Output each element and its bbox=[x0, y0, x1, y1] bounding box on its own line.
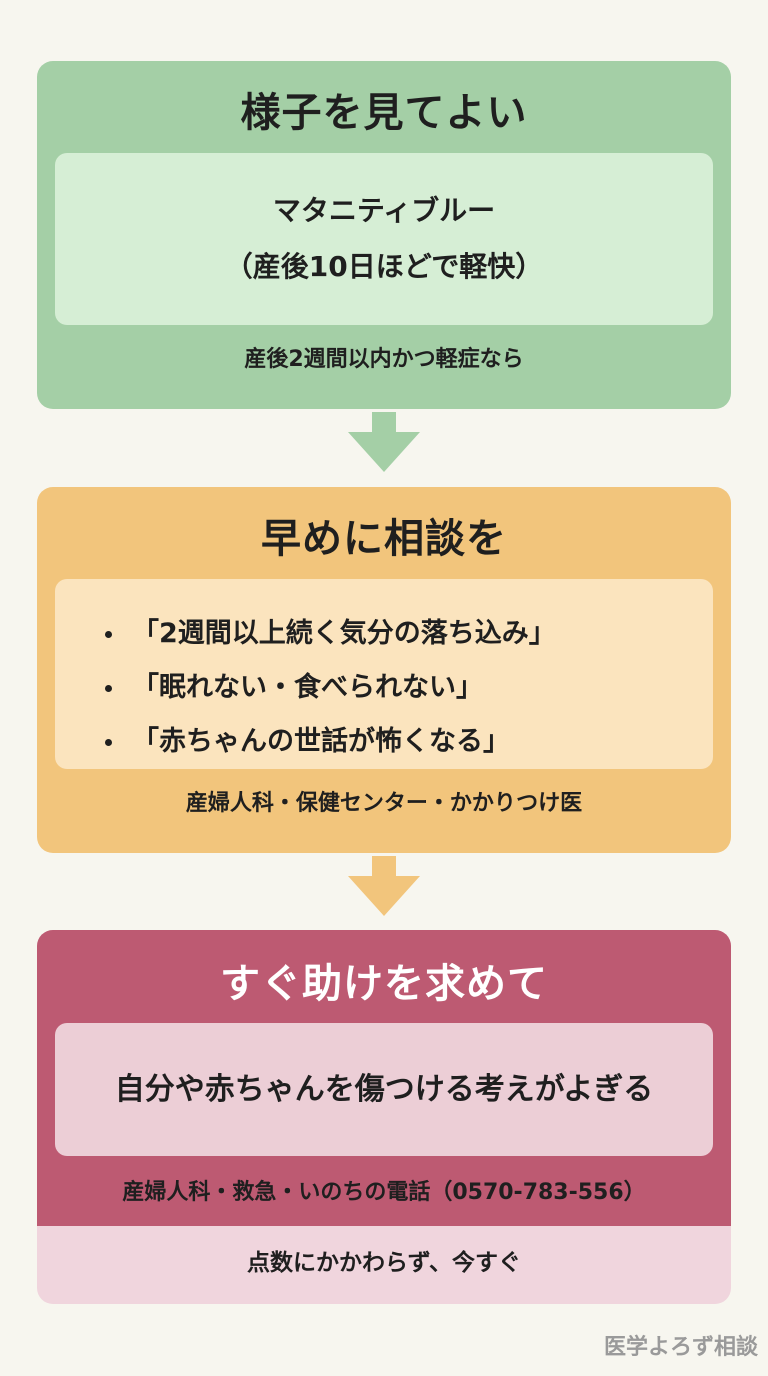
stage-urgent-title: すぐ助けを求めて bbox=[220, 961, 548, 1007]
bullet-icon bbox=[105, 738, 112, 746]
stage-watch-condition-note: （産後10日ほどで軽快） bbox=[224, 250, 544, 283]
stage-urgent-condition: 自分や赤ちゃんを傷つける考えがよぎる bbox=[114, 1072, 654, 1107]
stage-consult-card: 早めに相談を 「2週間以上続く気分の落ち込み」 「眠れない・食べられない」 「赤… bbox=[37, 487, 731, 853]
stage-consult-title: 早めに相談を bbox=[261, 516, 507, 562]
stage-urgent-inner-box: 自分や赤ちゃんを傷つける考えがよぎる bbox=[55, 1023, 713, 1156]
bullet-icon bbox=[105, 630, 112, 638]
arrow-down-icon bbox=[344, 412, 424, 472]
stage-urgent-note: 点数にかかわらず、今すぐ bbox=[247, 1250, 521, 1276]
list-item: 「赤ちゃんの世話が怖くなる」 bbox=[105, 715, 556, 769]
watermark: 医学よろず相談 bbox=[603, 1335, 758, 1360]
stage-watch-title: 様子を見てよい bbox=[240, 90, 528, 136]
list-item: 「眠れない・食べられない」 bbox=[105, 661, 556, 715]
stage-urgent-card: すぐ助けを求めて 自分や赤ちゃんを傷つける考えがよぎる 産婦人科・救急・いのちの… bbox=[37, 930, 731, 1304]
stage-consult-contacts: 産婦人科・保健センター・かかりつけ医 bbox=[185, 791, 583, 816]
bullet-icon bbox=[105, 684, 112, 692]
stage-watch-criteria: 産後2週間以内かつ軽症なら bbox=[244, 347, 524, 372]
stage-watch-card: 様子を見てよい マタニティブルー （産後10日ほどで軽快） 産後2週間以内かつ軽… bbox=[37, 61, 731, 409]
list-item: 「2週間以上続く気分の落ち込み」 bbox=[105, 607, 556, 661]
arrow-down-icon bbox=[344, 856, 424, 916]
stage-watch-inner-box: マタニティブルー （産後10日ほどで軽快） bbox=[55, 153, 713, 325]
stage-consult-inner-box: 「2週間以上続く気分の落ち込み」 「眠れない・食べられない」 「赤ちゃんの世話が… bbox=[55, 579, 713, 769]
stage-watch-condition: マタニティブルー bbox=[272, 194, 496, 227]
symptom-list: 「2週間以上続く気分の落ち込み」 「眠れない・食べられない」 「赤ちゃんの世話が… bbox=[105, 607, 556, 769]
stage-urgent-contacts: 産婦人科・救急・いのちの電話（0570-783-556） bbox=[122, 1180, 646, 1205]
